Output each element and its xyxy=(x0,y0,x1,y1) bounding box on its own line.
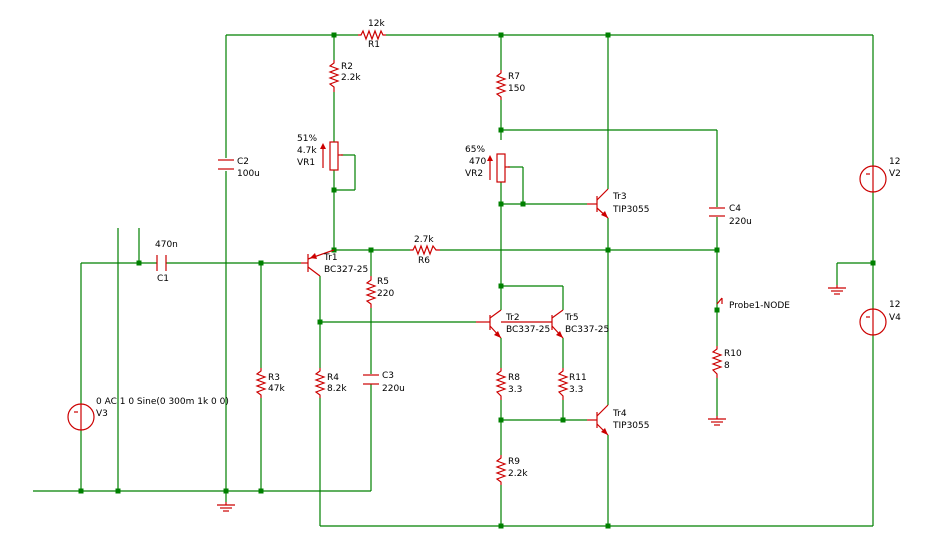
r7-ref: R7 xyxy=(508,72,520,82)
r6-ref: R6 xyxy=(418,256,430,266)
resistor-r3: R3 47k xyxy=(255,368,285,398)
r9-value: 2.2k xyxy=(508,469,528,479)
capacitor-c3: C3 220u xyxy=(363,371,405,394)
tr1-part: BC327-25 xyxy=(324,265,368,275)
tr4-part: TIP3055 xyxy=(612,421,649,431)
c3-value: 220u xyxy=(382,384,405,394)
vr1-setting: 51% xyxy=(297,134,317,144)
capacitor-c1: 470n C1 xyxy=(155,240,178,284)
tr3-part: TIP3055 xyxy=(612,205,649,215)
c2-value: 100u xyxy=(237,169,260,179)
junctions xyxy=(78,32,876,529)
resistor-r6: 2.7k R6 xyxy=(410,235,440,266)
r6-value: 2.7k xyxy=(414,235,434,245)
r8-value: 3.3 xyxy=(508,385,522,395)
v2-ref: V2 xyxy=(889,169,901,179)
r1-ref: R1 xyxy=(368,40,380,50)
vr2-ref: VR2 xyxy=(465,169,483,179)
transistor-tr3: Tr3 TIP3055 xyxy=(587,188,649,219)
r2-value: 2.2k xyxy=(341,73,361,83)
resistor-r8: R8 3.3 xyxy=(495,368,522,400)
r5-value: 220 xyxy=(377,289,394,299)
wires xyxy=(33,34,874,527)
r5-ref: R5 xyxy=(377,277,389,287)
r4-ref: R4 xyxy=(327,373,339,383)
c1-value: 470n xyxy=(155,240,178,250)
resistor-r9: R9 2.2k xyxy=(495,455,528,485)
voltage-source-v2: 12 V2 xyxy=(859,157,901,193)
vr1-ref: VR1 xyxy=(297,158,315,168)
voltage-source-v3: 0 AC 1 0 Sine(0 300m 1k 0 0) V3 xyxy=(67,397,229,431)
vr2-setting: 65% xyxy=(465,145,485,155)
v4-ref: V4 xyxy=(889,313,901,323)
potentiometer-vr1: 51% 4.7k VR1 xyxy=(297,134,343,171)
resistor-r11: R11 3.3 xyxy=(557,368,587,400)
r8-ref: R8 xyxy=(508,373,520,383)
tr5-ref: Tr5 xyxy=(564,313,579,323)
vr2-value: 470 xyxy=(469,157,486,167)
r9-ref: R9 xyxy=(508,457,520,467)
resistor-r5: R5 220 xyxy=(365,276,394,308)
v2-value: 12 xyxy=(889,157,900,167)
r1-value: 12k xyxy=(368,19,385,29)
potentiometer-vr2: 65% 470 VR2 xyxy=(465,145,510,183)
c3-ref: C3 xyxy=(382,371,394,381)
probe-label: Probe1-NODE xyxy=(729,301,790,311)
probe-node: Probe1-NODE xyxy=(716,297,790,311)
ground-symbol xyxy=(217,502,235,512)
resistor-r7: R7 150 xyxy=(495,70,525,100)
resistor-r2: R2 2.2k xyxy=(328,60,361,92)
v4-value: 12 xyxy=(889,300,900,310)
transistor-tr5: Tr5 BC337-25 xyxy=(501,309,609,339)
resistor-r10: R10 8 xyxy=(711,346,742,378)
r2-ref: R2 xyxy=(341,62,353,72)
tr3-ref: Tr3 xyxy=(612,192,627,202)
r7-value: 150 xyxy=(508,84,525,94)
r11-value: 3.3 xyxy=(569,385,583,395)
resistor-r4: R4 8.2k xyxy=(314,368,347,398)
tr2-part: BC337-25 xyxy=(506,325,550,335)
c1-ref: C1 xyxy=(157,274,169,284)
transistor-tr1: Tr1 BC327-25 xyxy=(301,249,368,277)
r11-ref: R11 xyxy=(569,373,587,383)
c4-value: 220u xyxy=(729,217,752,227)
r10-value: 8 xyxy=(724,361,730,371)
resistor-r1: 12k R1 xyxy=(358,19,386,50)
tr5-part: BC337-25 xyxy=(565,325,609,335)
c4-ref: C4 xyxy=(729,204,741,214)
c2-ref: C2 xyxy=(237,157,249,167)
r4-value: 8.2k xyxy=(327,384,347,394)
tr4-ref: Tr4 xyxy=(612,409,627,419)
voltage-source-v4: 12 V4 xyxy=(859,300,901,336)
transistor-tr2: Tr2 BC337-25 xyxy=(476,309,550,339)
capacitor-c4: C4 220u xyxy=(709,204,752,227)
vr1-value: 4.7k xyxy=(297,146,317,156)
transistor-tr4: Tr4 TIP3055 xyxy=(587,404,649,436)
tr2-ref: Tr2 xyxy=(505,313,520,323)
ground-symbol xyxy=(828,285,846,295)
v3-ref: V3 xyxy=(96,409,108,419)
tr1-ref: Tr1 xyxy=(323,253,338,263)
capacitor-c2: C2 100u xyxy=(218,157,260,179)
r10-ref: R10 xyxy=(724,349,742,359)
ground-symbol xyxy=(708,416,726,426)
r3-ref: R3 xyxy=(268,373,280,383)
r3-value: 47k xyxy=(268,384,285,394)
v3-value: 0 AC 1 0 Sine(0 300m 1k 0 0) xyxy=(96,397,229,407)
